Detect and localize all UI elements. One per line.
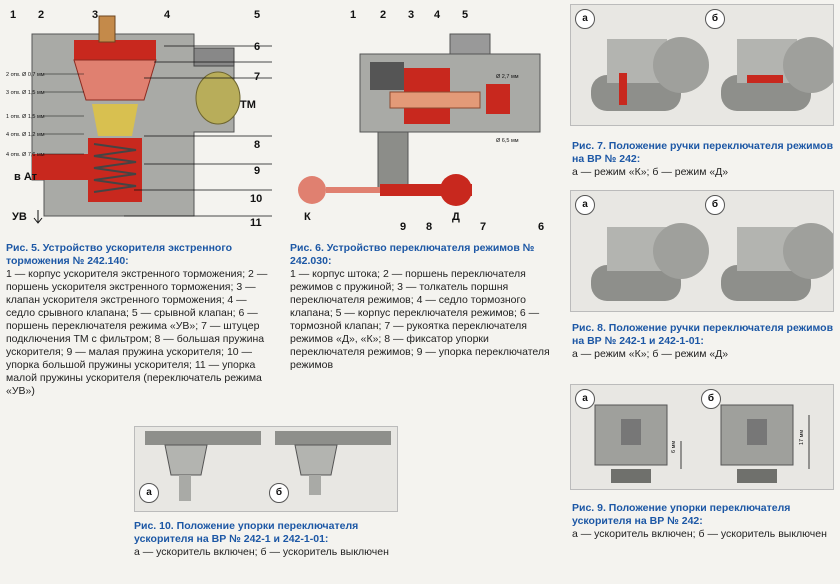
fig5-label-5: 5 bbox=[254, 9, 260, 21]
fig8-photo-panel: а б bbox=[570, 190, 834, 312]
fig5-drawing: 1 2 3 4 5 6 7 8 9 10 11 2 отв. Ø 0,7 мм … bbox=[4, 4, 282, 232]
fig6-caption-text: 1 — корпус штока; 2 — поршень переключат… bbox=[290, 268, 550, 371]
fig6-label-4: 4 bbox=[434, 9, 441, 21]
fig5-hole-5: 4 отв. Ø 7,6 мм bbox=[6, 152, 45, 158]
fig8-caption: Рис. 8. Положение ручки переключателя ре… bbox=[572, 322, 834, 361]
fig8-caption-text: а — режим «К»; б — режим «Д» bbox=[572, 348, 729, 360]
fig6-d-label: Д bbox=[452, 211, 460, 223]
fig6-label-9: 9 bbox=[400, 221, 406, 232]
fig10-caption-title: Рис. 10. Положение упорки переключателя … bbox=[134, 520, 359, 545]
fig5-label-7: 7 bbox=[254, 71, 260, 83]
fig6-label-6: 6 bbox=[538, 221, 544, 232]
fig7-caption-title: Рис. 7. Положение ручки переключателя ре… bbox=[572, 140, 834, 165]
fig5-label-11: 11 bbox=[250, 217, 262, 229]
fig9-badge-a: а bbox=[575, 389, 595, 409]
fig6-label-8: 8 bbox=[426, 221, 432, 232]
fig10-photo-panel: а б bbox=[134, 426, 398, 512]
fig5-vat-label: в Ат bbox=[14, 171, 38, 183]
fig9-badge-b: б bbox=[701, 389, 721, 409]
fig5-tm-label: ТМ bbox=[240, 99, 256, 111]
fig5-label-9: 9 bbox=[254, 165, 260, 177]
fig6-k-label: К bbox=[304, 211, 311, 223]
fig5-caption-title: Рис. 5. Устройство ускорителя экстренног… bbox=[6, 242, 232, 267]
fig6-dim-1: Ø 2,7 мм bbox=[496, 74, 519, 80]
fig7-photo-panel: а б bbox=[570, 4, 834, 126]
fig5-hole-3: 1 отв. Ø 1,5 мм bbox=[6, 114, 45, 120]
fig5-label-4: 4 bbox=[164, 9, 171, 21]
fig5-label-6: 6 bbox=[254, 41, 260, 53]
fig9-caption-text: а — ускоритель включен; б — ускоритель в… bbox=[572, 528, 827, 540]
fig5-caption: Рис. 5. Устройство ускорителя экстренног… bbox=[6, 242, 274, 398]
fig7-caption: Рис. 7. Положение ручки переключателя ре… bbox=[572, 140, 834, 179]
fig6-label-1: 1 bbox=[350, 9, 356, 21]
fig8-badge-b: б bbox=[705, 195, 725, 215]
fig6-label-3: 3 bbox=[408, 9, 414, 21]
fig10-caption: Рис. 10. Положение упорки переключателя … bbox=[134, 520, 396, 559]
fig7-badge-a: а bbox=[575, 9, 595, 29]
fig7-badge-b: б bbox=[705, 9, 725, 29]
fig5-label-2: 2 bbox=[38, 9, 44, 21]
arrow-down-icon bbox=[33, 210, 43, 224]
fig6-caption: Рис. 6. Устройство переключателя режимов… bbox=[290, 242, 552, 372]
fig9-dim-2: 17 мм bbox=[799, 430, 805, 445]
fig10-badge-a: а bbox=[139, 483, 159, 503]
fig5-caption-text: 1 — корпус ускорителя экстренного тормож… bbox=[6, 268, 268, 397]
fig6-label-5: 5 bbox=[462, 9, 468, 21]
fig8-badge-a: а bbox=[575, 195, 595, 215]
fig10-caption-text: а — ускоритель включен; б — ускоритель в… bbox=[134, 546, 389, 558]
fig5-hole-2: 3 отв. Ø 1,5 мм bbox=[6, 90, 45, 96]
fig6-dim-2: Ø 6,5 мм bbox=[496, 138, 519, 144]
fig5-hole-1: 2 отв. Ø 0,7 мм bbox=[6, 72, 45, 78]
fig6-label-2: 2 bbox=[380, 9, 386, 21]
fig5-uv-label: УВ bbox=[12, 211, 27, 223]
fig9-photo-panel: 6 мм 17 мм а б bbox=[570, 384, 834, 490]
fig9-caption: Рис. 9. Положение упорки переключателя у… bbox=[572, 502, 834, 541]
fig5-label-8: 8 bbox=[254, 139, 260, 151]
fig5-label-1: 1 bbox=[10, 9, 16, 21]
fig10-badge-b: б bbox=[269, 483, 289, 503]
fig6-caption-title: Рис. 6. Устройство переключателя режимов… bbox=[290, 242, 535, 267]
fig7-caption-text: а — режим «К»; б — режим «Д» bbox=[572, 166, 729, 178]
fig6-label-7: 7 bbox=[480, 221, 486, 232]
fig5-label-3: 3 bbox=[92, 9, 98, 21]
fig9-dim-1: 6 мм bbox=[671, 441, 677, 453]
fig9-caption-title: Рис. 9. Положение упорки переключателя у… bbox=[572, 502, 791, 527]
fig8-caption-title: Рис. 8. Положение ручки переключателя ре… bbox=[572, 322, 834, 347]
fig5-label-10: 10 bbox=[250, 193, 262, 205]
fig5-hole-4: 4 отв. Ø 1,2 мм bbox=[6, 132, 45, 138]
fig6-drawing: 1 2 3 4 5 9 8 7 6 К Д Ø 2,7 мм Ø 6,5 мм bbox=[290, 4, 560, 232]
